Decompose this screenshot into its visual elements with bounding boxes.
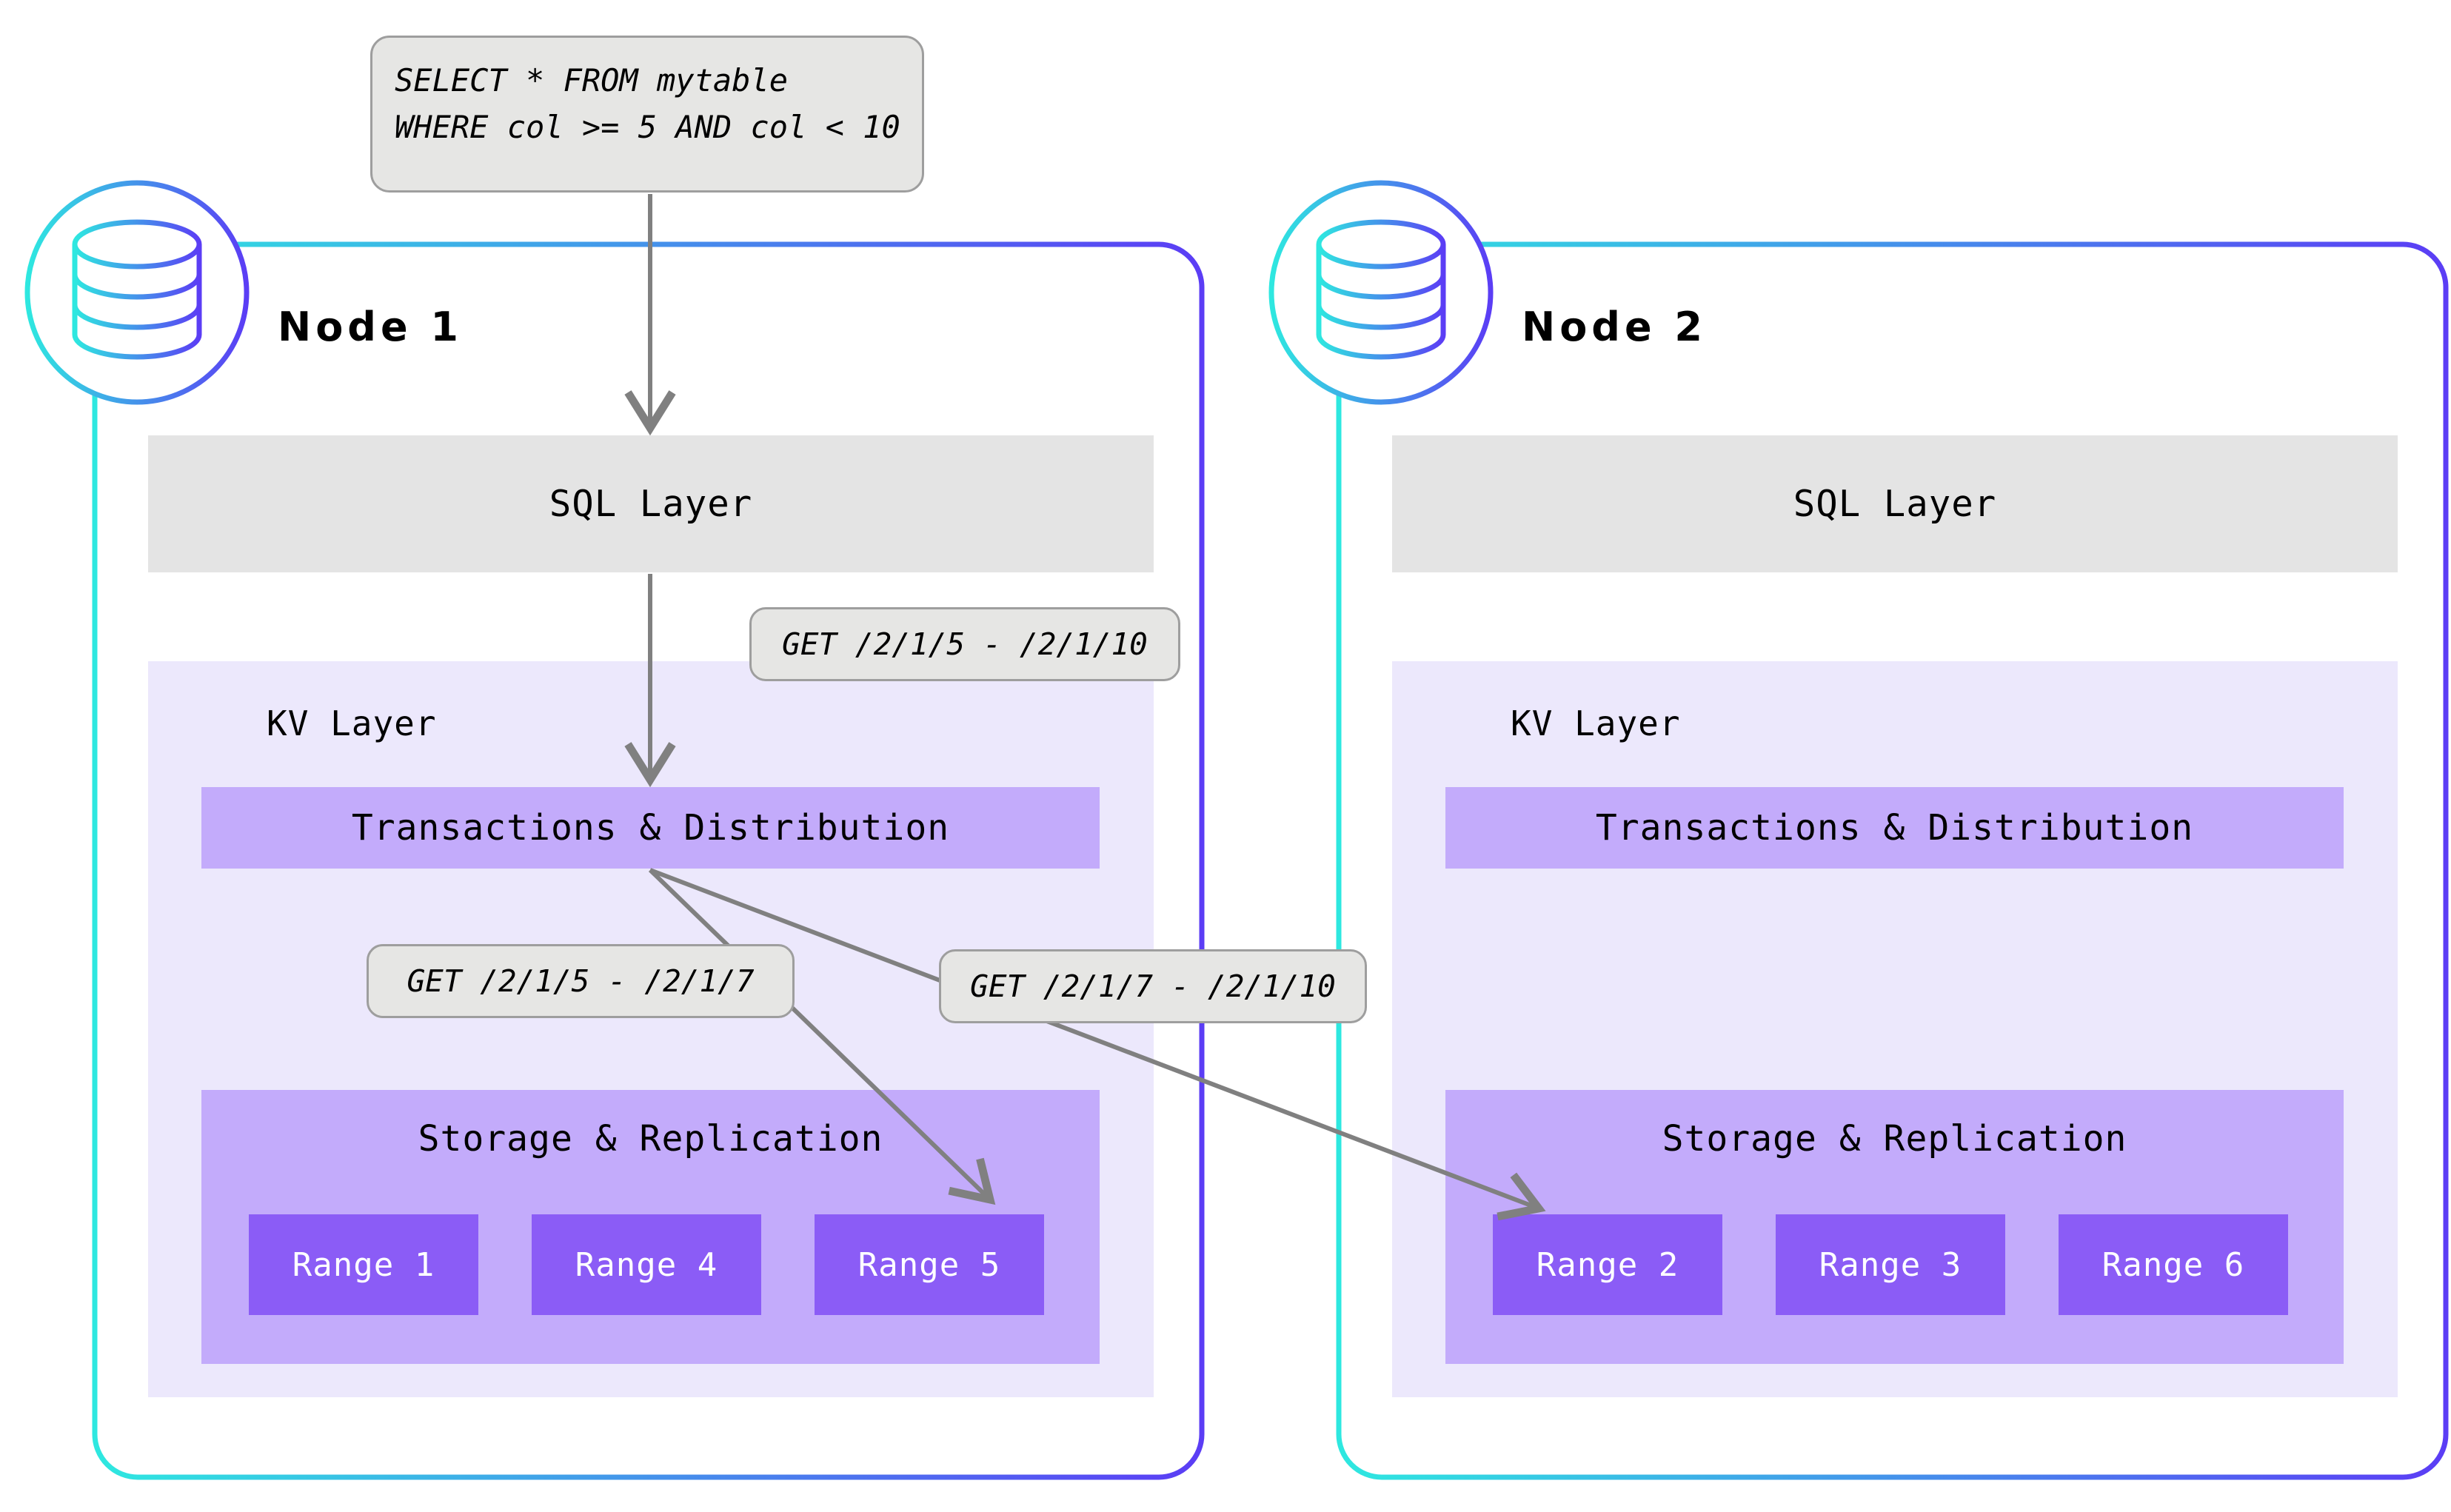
database-icon	[72, 219, 202, 360]
node-2-kv-layer-label: KV Layer	[1511, 703, 1681, 743]
sql-query-line-1: SELECT * FROM mytable	[395, 62, 789, 98]
range-box[interactable]: Range 2	[1493, 1214, 1722, 1315]
sql-layer-label: SQL Layer	[1793, 483, 1997, 525]
range-box[interactable]: Range 3	[1776, 1214, 2005, 1315]
node-1-badge-circle	[24, 180, 250, 405]
range-box[interactable]: Range 4	[532, 1214, 761, 1315]
transactions-label: Transactions & Distribution	[351, 807, 950, 849]
storage-label: Storage & Replication	[1662, 1118, 2127, 1160]
transactions-label: Transactions & Distribution	[1595, 807, 2194, 849]
node-2-storage-band: Storage & Replication Range 2 Range 3 Ra…	[1445, 1090, 2344, 1364]
node-2-transactions-band: Transactions & Distribution	[1445, 787, 2344, 869]
node-1-transactions-band: Transactions & Distribution	[201, 787, 1100, 869]
callout-get-range-right: GET /2/1/7 - /2/1/10	[939, 949, 1367, 1023]
sql-query-bubble: SELECT * FROM mytable WHERE col >= 5 AND…	[370, 36, 924, 193]
range-box[interactable]: Range 5	[815, 1214, 1044, 1315]
range-box[interactable]: Range 6	[2059, 1214, 2288, 1315]
database-icon	[1316, 219, 1446, 360]
sql-query-line-2: WHERE col >= 5 AND col < 10	[395, 109, 900, 145]
node-1-kv-layer-label: KV Layer	[267, 703, 437, 743]
range-box[interactable]: Range 1	[249, 1214, 478, 1315]
node-1-title: Node 1	[278, 304, 463, 350]
node-2-sql-layer: SQL Layer	[1392, 435, 2398, 572]
callout-get-range-left: GET /2/1/5 - /2/1/7	[367, 944, 795, 1018]
sql-layer-label: SQL Layer	[549, 483, 753, 525]
node-2-title: Node 2	[1522, 304, 1707, 350]
node-2-frame	[1336, 241, 2449, 1480]
node-1-sql-layer: SQL Layer	[148, 435, 1154, 572]
node-2-badge-circle	[1268, 180, 1494, 405]
callout-get-range-full: GET /2/1/5 - /2/1/10	[749, 607, 1180, 681]
